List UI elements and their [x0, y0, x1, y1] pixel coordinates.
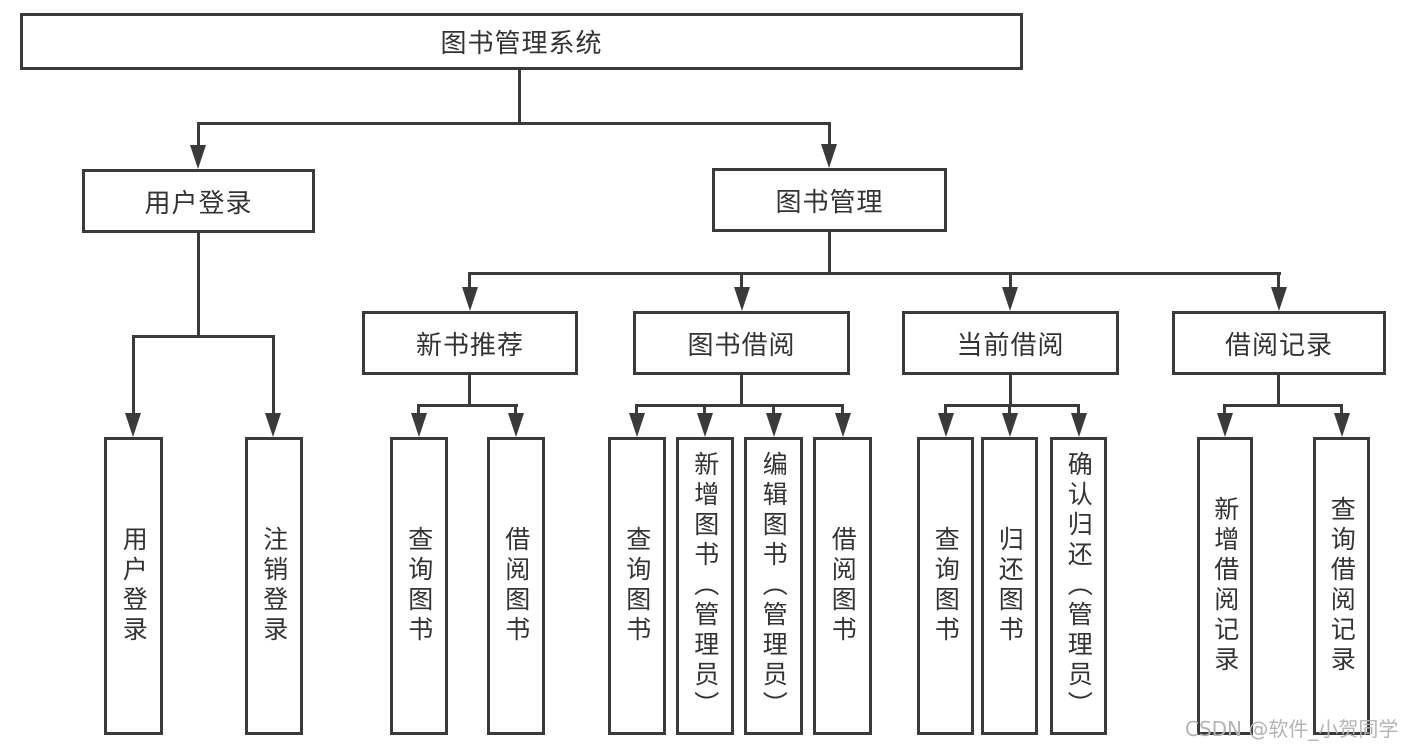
connector-line: [1009, 375, 1012, 406]
arrow-down-icon: [938, 413, 954, 437]
leaf-confirm-return-admin: 确认归还（管理员）: [1050, 437, 1107, 735]
node-label: 新书推荐: [415, 330, 524, 361]
connector-line: [468, 375, 471, 406]
connector-line: [635, 404, 844, 407]
connector-line: [197, 122, 200, 149]
arrow-down-icon: [462, 287, 478, 311]
leaf-label: 编辑图书（管理员）: [759, 451, 789, 721]
arrow-down-icon: [265, 413, 281, 437]
leaf-label: 新增借阅记录: [1210, 496, 1240, 676]
arrow-down-icon: [1334, 413, 1350, 437]
watermark: CSDN @软件_小贺同学: [1185, 717, 1399, 741]
leaf-query-borrow-record: 查询借阅记录: [1313, 437, 1370, 735]
leaf-add-borrow-record: 新增借阅记录: [1197, 437, 1253, 735]
node-label: 图书管理: [775, 187, 884, 218]
connector-line: [703, 404, 706, 417]
node-library-management-system: 图书管理系统: [20, 13, 1023, 70]
connector-line: [944, 404, 947, 417]
connector-line: [1340, 404, 1343, 417]
arrow-down-icon: [1271, 287, 1287, 311]
connector-line: [132, 335, 135, 415]
leaf-label: 查询借阅记录: [1327, 496, 1357, 676]
arrow-down-icon: [821, 144, 837, 168]
leaf-query-books-borrowing: 查询图书: [608, 437, 666, 735]
connector-line: [417, 404, 518, 407]
connector-line: [518, 70, 521, 124]
connector-line: [469, 272, 1281, 275]
connector-line: [468, 272, 471, 291]
leaf-user-login: 用户登录: [104, 437, 163, 735]
arrow-down-icon: [629, 413, 645, 437]
connector-line: [841, 404, 844, 417]
node-label: 图书借阅: [687, 330, 796, 361]
node-user-login: 用户登录: [82, 169, 315, 233]
connector-line: [272, 335, 275, 415]
connector-line: [132, 335, 275, 338]
node-book-management: 图书管理: [712, 168, 947, 232]
connector-line: [635, 404, 638, 417]
connector-line: [1277, 375, 1280, 406]
leaf-add-books-admin: 新增图书（管理员）: [676, 437, 734, 735]
leaf-label: 新增图书（管理员）: [690, 451, 720, 721]
connector-line: [1008, 404, 1011, 417]
connector-line: [514, 404, 517, 417]
arrow-down-icon: [1071, 413, 1087, 437]
arrow-down-icon: [1002, 413, 1018, 437]
leaf-label: 查询图书: [622, 526, 652, 646]
leaf-label: 借阅图书: [501, 526, 531, 646]
arrow-down-icon: [411, 413, 427, 437]
arrow-down-icon: [1217, 413, 1233, 437]
arrow-down-icon: [125, 413, 141, 437]
arrow-down-icon: [734, 287, 750, 311]
arrow-down-icon: [835, 413, 851, 437]
arrow-down-icon: [697, 413, 713, 437]
node-label: 借阅记录: [1224, 330, 1333, 361]
leaf-edit-books-admin: 编辑图书（管理员）: [744, 437, 803, 735]
node-book-borrowing: 图书借阅: [633, 311, 850, 375]
leaf-query-books-recommend: 查询图书: [390, 437, 448, 735]
leaf-borrow-books-recommend: 借阅图书: [487, 437, 545, 735]
leaf-label: 归还图书: [995, 526, 1025, 646]
connector-line: [828, 122, 831, 149]
arrow-down-icon: [508, 413, 524, 437]
connector-line: [1077, 404, 1080, 417]
leaf-borrow-books: 借阅图书: [813, 437, 872, 735]
connector-line: [197, 122, 831, 125]
node-label: 当前借阅: [956, 330, 1065, 361]
arrow-down-icon: [190, 145, 206, 169]
node-borrowing-records: 借阅记录: [1172, 311, 1386, 375]
connector-line: [740, 272, 743, 291]
node-label: 用户登录: [144, 188, 253, 219]
leaf-label: 用户登录: [119, 526, 149, 646]
leaf-logout: 注销登录: [245, 437, 303, 735]
leaf-return-books: 归还图书: [981, 437, 1038, 735]
leaf-label: 借阅图书: [828, 526, 858, 646]
connector-line: [1277, 272, 1280, 291]
connector-line: [828, 232, 831, 274]
leaf-label: 确认归还（管理员）: [1064, 451, 1094, 721]
connector-line: [1223, 404, 1226, 417]
arrow-down-icon: [766, 413, 782, 437]
leaf-query-books-current: 查询图书: [917, 437, 974, 735]
leaf-label: 查询图书: [931, 526, 961, 646]
arrow-down-icon: [1002, 287, 1018, 311]
node-label: 图书管理系统: [440, 29, 603, 59]
connector-line: [772, 404, 775, 417]
connector-line: [1223, 404, 1342, 407]
node-current-borrowing: 当前借阅: [902, 311, 1119, 375]
leaf-label: 查询图书: [404, 526, 434, 646]
connector-line: [944, 404, 1080, 407]
connector-line: [740, 375, 743, 406]
connector-line: [197, 233, 200, 337]
connector-line: [1009, 272, 1012, 291]
node-new-book-recommendation: 新书推荐: [362, 311, 578, 375]
connector-line: [417, 404, 420, 417]
leaf-label: 注销登录: [259, 526, 289, 646]
